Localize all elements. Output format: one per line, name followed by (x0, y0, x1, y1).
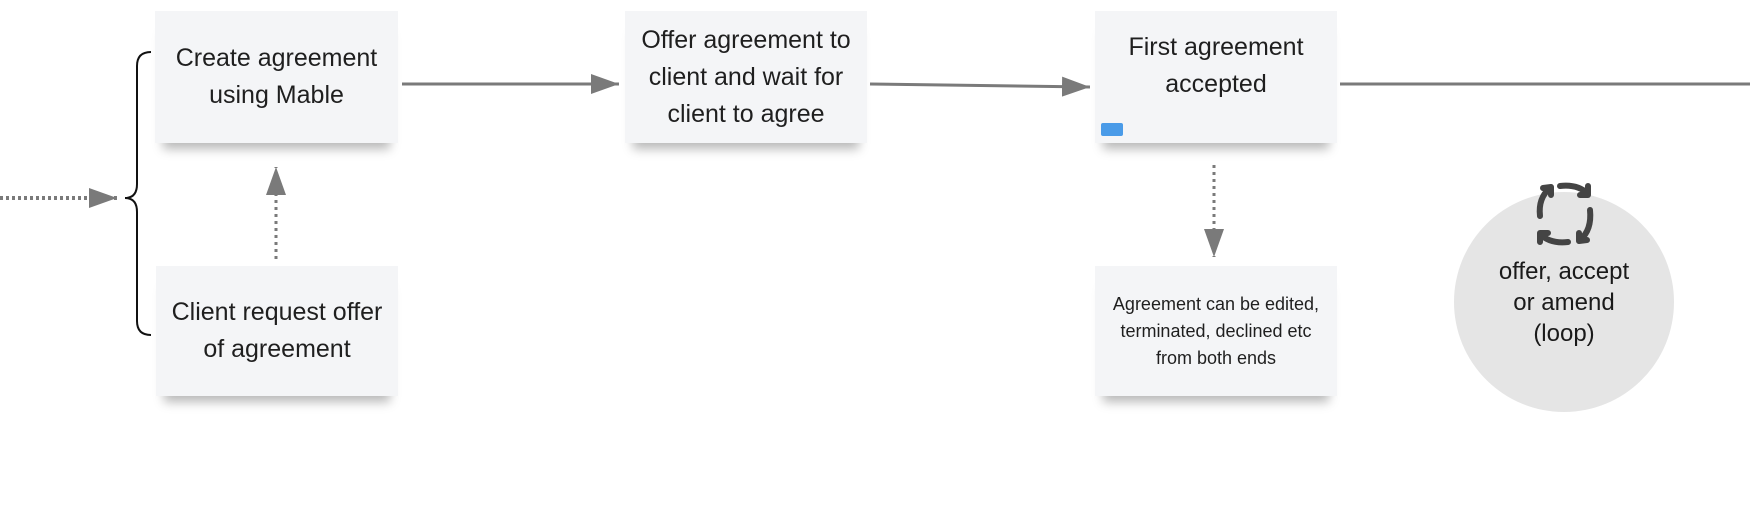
refresh-cycle-icon (1536, 182, 1594, 246)
note-text: First agreement accepted (1128, 33, 1304, 98)
loop-label-line2: or amend (1513, 289, 1615, 316)
note-text: Create agreement using Mable (175, 44, 378, 109)
loop-label-line3: (loop) (1533, 320, 1595, 347)
brace (124, 51, 152, 336)
note-first-agreement-accepted[interactable]: First agreement accepted (1095, 11, 1337, 143)
note-text: Client request offer of agreement (171, 298, 383, 363)
note-text: Agreement can be edited, terminated, dec… (1112, 293, 1320, 368)
loop-label: offer, accept or amend (loop) (1474, 256, 1654, 349)
note-text: Offer agreement to client and wait for c… (641, 25, 851, 128)
note-agreement-editable[interactable]: Agreement can be edited, terminated, dec… (1095, 266, 1337, 396)
loop-circle[interactable] (1454, 192, 1674, 412)
loop-label-line1: offer, accept (1498, 258, 1630, 285)
blue-tag (1101, 123, 1123, 136)
note-client-request[interactable]: Client request offer of agreement (156, 266, 398, 396)
note-offer-agreement[interactable]: Offer agreement to client and wait for c… (625, 11, 867, 143)
arrow-offer-to-accepted (869, 76, 1091, 97)
note-create-agreement[interactable]: Create agreement using Mable (155, 11, 398, 143)
